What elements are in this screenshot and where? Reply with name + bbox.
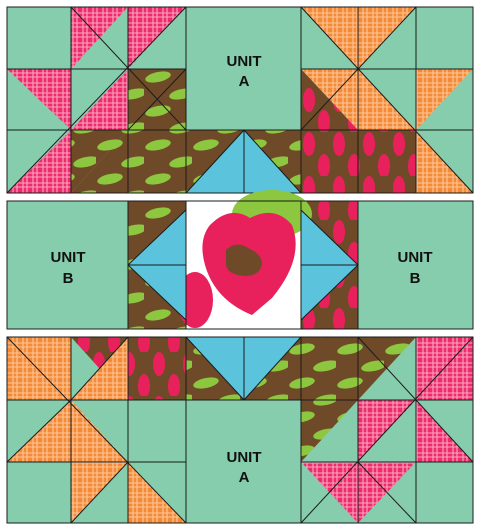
unit-b-right-title: UNIT [398, 249, 433, 266]
unit-b-right-letter: B [410, 270, 421, 287]
bottom-row: UNIT A [7, 337, 473, 523]
unit-a-bottom-title: UNIT [227, 449, 262, 466]
unit-a-top-title: UNIT [227, 53, 262, 70]
center-floral [177, 190, 312, 329]
unit-a-top-letter: A [239, 73, 250, 90]
middle-row: UNIT B UNIT B [7, 190, 473, 329]
unit-b-left-letter: B [63, 270, 74, 287]
unit-a-bottom-letter: A [239, 469, 250, 486]
unit-b-left-title: UNIT [51, 249, 86, 266]
top-row: UNIT A [7, 7, 473, 193]
